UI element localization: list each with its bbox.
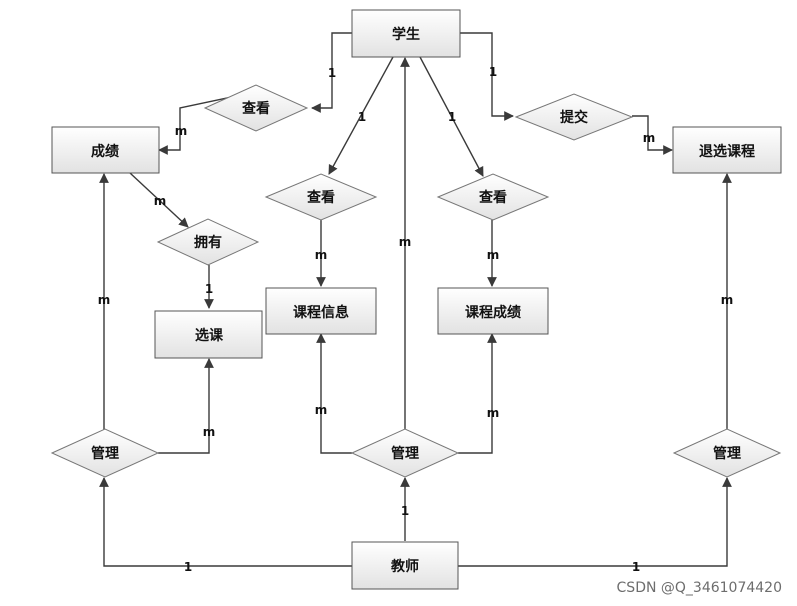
cardinality-label: 1 <box>184 560 192 574</box>
relationship-manage-center-label: 管理 <box>391 445 419 461</box>
entity-course-select: 选课 <box>154 310 263 359</box>
relationship-view-course-grade-label: 查看 <box>479 189 507 205</box>
edge-teacher-manage-left <box>99 477 352 567</box>
cardinality-label: 1 <box>401 504 409 518</box>
entity-withdraw-course: 退选课程 <box>672 126 782 174</box>
relationship-manage-left-label: 管理 <box>91 445 119 461</box>
relationship-manage-right-label: 管理 <box>713 445 741 461</box>
cardinality-label: 1 <box>205 282 213 296</box>
entity-grade: 成绩 <box>51 126 160 174</box>
relationship-view-course-info: 查看 <box>264 173 378 221</box>
entity-course-info-label: 课程信息 <box>293 304 349 320</box>
entity-teacher-label: 教师 <box>391 558 419 574</box>
entity-course-grade-label: 课程成绩 <box>465 304 521 320</box>
entity-teacher: 教师 <box>351 541 459 590</box>
cardinality-label: 1 <box>328 66 336 80</box>
relationship-have-label: 拥有 <box>194 234 222 250</box>
edge-manage-center-cgrade <box>458 333 497 454</box>
edge-teacher-manage-right <box>458 477 732 567</box>
cardinality-label: m <box>315 248 328 262</box>
cardinality-label: 1 <box>632 560 640 574</box>
cardinality-label: m <box>487 248 500 262</box>
relationship-manage-left: 管理 <box>50 428 160 478</box>
cardinality-label: m <box>154 194 167 208</box>
relationship-view-grade-label: 查看 <box>242 100 270 116</box>
relationship-view-course-info-label: 查看 <box>307 189 335 205</box>
cardinality-label: m <box>98 293 111 307</box>
cardinality-label: m <box>203 425 216 439</box>
cardinality-label: m <box>175 124 188 138</box>
cardinality-label: 1 <box>448 110 456 124</box>
cardinality-labels: 1 m 1 m 1 1 m m m 1 m m m m m 1 1 1 m <box>98 65 734 574</box>
cardinality-label: m <box>399 235 412 249</box>
cardinality-label: m <box>315 403 328 417</box>
entity-withdraw-course-label: 退选课程 <box>699 143 755 159</box>
cardinality-label: m <box>487 406 500 420</box>
entity-course-grade: 课程成绩 <box>437 287 549 335</box>
cardinality-label: m <box>721 293 734 307</box>
edge-grade-have <box>129 172 189 228</box>
entity-grade-label: 成绩 <box>91 143 119 159</box>
cardinality-label: 1 <box>358 110 366 124</box>
relationship-view-course-grade: 查看 <box>436 173 550 221</box>
edge-submit-withdraw <box>632 115 673 155</box>
relationship-manage-right: 管理 <box>672 428 782 478</box>
relationship-submit-label: 提交 <box>560 109 588 125</box>
cardinality-label: 1 <box>489 65 497 79</box>
entity-course-select-label: 选课 <box>195 327 224 343</box>
relationship-submit: 提交 <box>514 93 634 141</box>
entity-student: 学生 <box>351 9 461 58</box>
relationship-manage-center: 管理 <box>350 428 460 478</box>
entity-course-info: 课程信息 <box>265 287 377 335</box>
edge-manage-left-select <box>158 358 214 454</box>
relationship-view-grade: 查看 <box>203 84 309 132</box>
edge-student-view-info <box>328 56 394 175</box>
edge-student-submit <box>460 32 514 121</box>
edges <box>99 32 732 567</box>
watermark-text: CSDN @Q_3461074420 <box>617 580 782 596</box>
entity-student-label: 学生 <box>392 26 420 42</box>
relationship-have: 拥有 <box>156 218 260 266</box>
edge-student-view-cgrade <box>419 56 484 177</box>
edge-student-view-grade <box>311 32 352 113</box>
edge-view-grade-grade <box>158 91 256 155</box>
edge-manage-center-info <box>316 333 352 454</box>
cardinality-label: m <box>643 131 656 145</box>
